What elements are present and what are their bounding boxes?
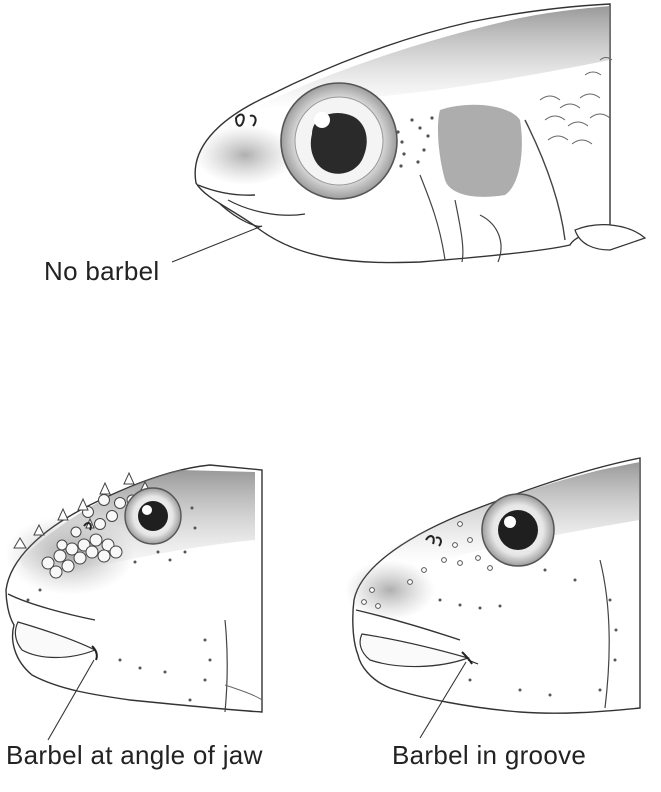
fish-head-barbel-angle	[5, 465, 262, 740]
label-no-barbel: No barbel	[44, 256, 159, 287]
fish-head-no-barbel	[172, 4, 645, 263]
label-barbel-at-angle-of-jaw: Barbel at angle of jaw	[6, 740, 263, 771]
fish-head-barbel-groove	[345, 458, 640, 738]
label-barbel-in-groove: Barbel in groove	[392, 740, 586, 771]
